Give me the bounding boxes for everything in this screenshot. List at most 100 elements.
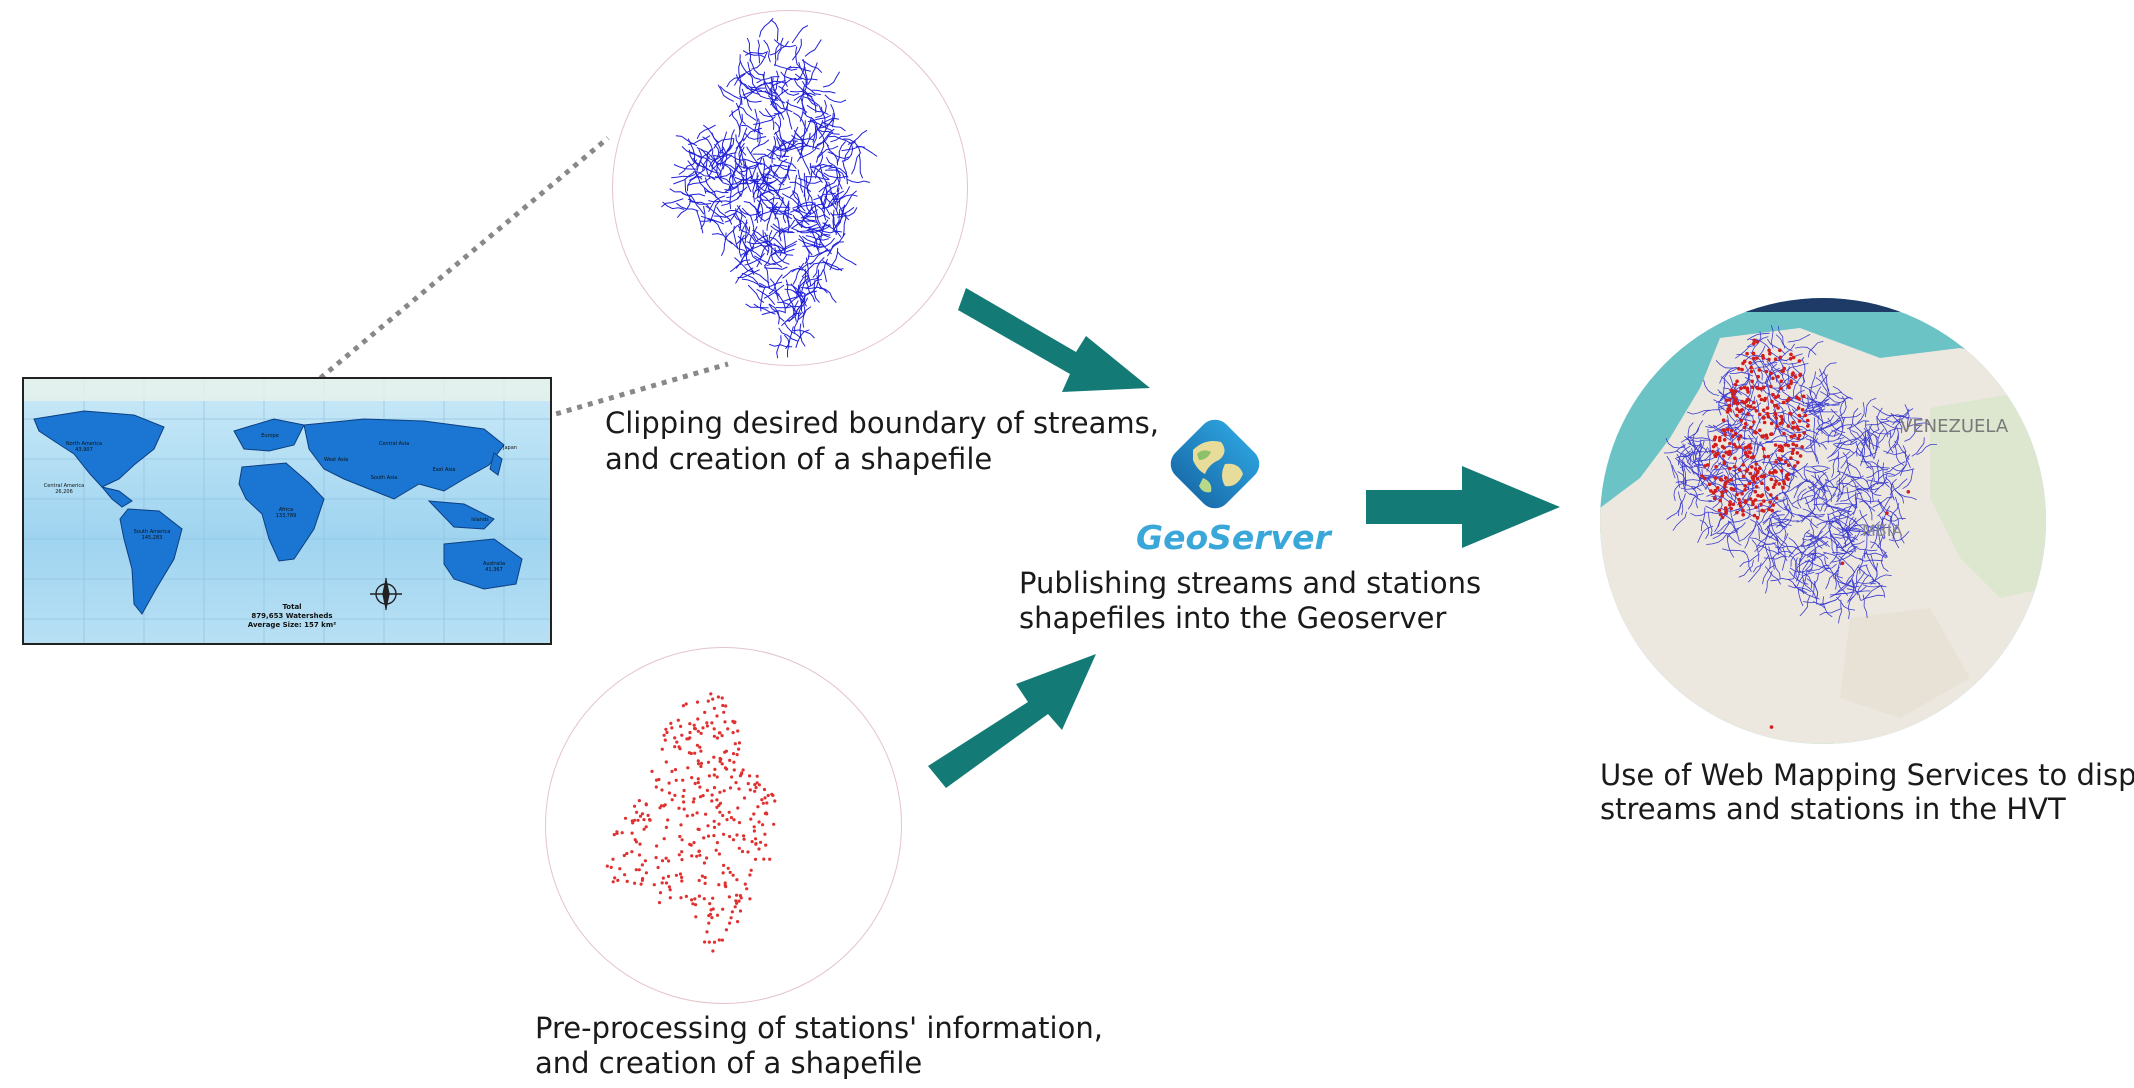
stream-segment bbox=[1832, 580, 1852, 597]
stream-segment bbox=[1911, 437, 1925, 457]
stream-segment bbox=[1808, 374, 1828, 389]
station-point bbox=[742, 834, 746, 838]
station-point bbox=[1739, 386, 1743, 391]
station-point bbox=[706, 834, 711, 838]
au-label: Australia bbox=[483, 561, 505, 567]
stream-segment bbox=[1687, 435, 1702, 456]
station-point bbox=[1759, 387, 1763, 391]
stream-segment bbox=[1708, 423, 1732, 433]
stream-segment bbox=[1820, 391, 1841, 403]
station-point bbox=[710, 916, 714, 920]
stream-segment bbox=[842, 212, 847, 237]
station-point bbox=[1777, 444, 1782, 449]
station-point bbox=[737, 821, 742, 825]
station-point bbox=[1758, 466, 1762, 471]
stream-segment bbox=[758, 110, 781, 118]
stream-segment bbox=[759, 174, 769, 197]
stream-segment bbox=[1797, 552, 1818, 566]
stream-segment bbox=[1884, 476, 1893, 499]
station-point bbox=[1738, 504, 1743, 508]
station-point bbox=[680, 858, 684, 862]
stream-segment bbox=[1860, 594, 1884, 602]
stream-segment bbox=[778, 219, 796, 237]
station-point bbox=[1723, 481, 1728, 486]
stream-segment bbox=[1707, 428, 1711, 453]
station-point bbox=[707, 940, 711, 944]
stream-segment bbox=[1853, 524, 1876, 532]
stream-segment bbox=[1703, 379, 1719, 396]
station-point bbox=[713, 767, 717, 771]
stream-segment bbox=[1833, 520, 1853, 536]
stream-segment bbox=[721, 131, 728, 156]
station-point bbox=[757, 783, 761, 787]
station-point bbox=[1762, 416, 1766, 420]
stream-segment bbox=[816, 128, 835, 146]
station-point bbox=[1761, 385, 1766, 390]
station-point bbox=[697, 878, 701, 883]
station-point bbox=[1753, 489, 1758, 494]
stream-segment bbox=[1866, 469, 1889, 479]
station-point bbox=[734, 781, 738, 785]
stream-segment bbox=[771, 142, 783, 164]
stream-segment bbox=[815, 99, 827, 119]
station-point bbox=[665, 730, 669, 735]
station-point bbox=[742, 837, 746, 841]
stream-segment bbox=[814, 237, 835, 249]
stream-segment bbox=[1787, 404, 1799, 427]
stream-segment bbox=[801, 262, 820, 278]
stream-segment bbox=[770, 76, 774, 101]
stream-segment bbox=[750, 82, 774, 89]
stream-segment bbox=[778, 327, 798, 342]
stream-segment bbox=[1741, 446, 1748, 470]
stream-segment bbox=[1710, 521, 1730, 537]
station-point bbox=[690, 854, 694, 858]
stream-segment bbox=[803, 172, 806, 197]
station-point bbox=[748, 774, 752, 778]
stream-segment bbox=[790, 283, 803, 305]
station-point bbox=[673, 745, 677, 749]
station-point bbox=[1798, 372, 1803, 377]
stream-segment bbox=[1815, 377, 1829, 398]
stream-segment bbox=[708, 195, 726, 213]
station-point bbox=[717, 852, 721, 856]
station-point bbox=[682, 788, 686, 793]
station-point bbox=[1766, 414, 1771, 419]
stream-segment bbox=[776, 173, 787, 197]
station-point bbox=[722, 789, 726, 793]
station-point bbox=[762, 787, 767, 792]
stream-segment bbox=[1727, 443, 1746, 460]
station-point bbox=[692, 723, 696, 727]
stream-segment bbox=[1702, 407, 1725, 416]
station-point bbox=[1718, 512, 1723, 517]
stream-segment bbox=[1819, 519, 1834, 539]
stream-segment bbox=[772, 190, 789, 209]
station-point bbox=[679, 896, 683, 900]
stream-segment bbox=[696, 147, 716, 162]
stream-segment bbox=[768, 230, 773, 254]
station-point bbox=[1737, 468, 1742, 472]
station-point bbox=[650, 769, 654, 773]
stream-segment bbox=[1720, 506, 1744, 512]
station-point bbox=[1795, 425, 1799, 429]
stream-segment bbox=[1863, 427, 1875, 450]
stream-segment bbox=[792, 201, 816, 209]
station-point bbox=[708, 902, 712, 906]
stream-segment bbox=[734, 257, 754, 273]
stream-segment bbox=[1705, 505, 1728, 516]
stream-segment bbox=[807, 114, 832, 123]
stream-segment bbox=[770, 164, 787, 179]
station-point bbox=[705, 930, 709, 934]
stream-segment bbox=[1836, 580, 1860, 588]
stream-segment bbox=[785, 101, 808, 113]
station-point bbox=[695, 854, 699, 858]
stream-segment bbox=[1846, 487, 1856, 509]
stream-segment bbox=[1719, 367, 1737, 384]
stream-segment bbox=[1847, 596, 1854, 620]
stream-segment bbox=[1814, 580, 1819, 605]
stream-segment bbox=[738, 145, 745, 170]
station-point bbox=[773, 799, 777, 803]
stream-segment bbox=[1798, 408, 1822, 418]
stream-segment bbox=[1877, 496, 1892, 517]
station-point bbox=[684, 702, 688, 706]
stream-segment bbox=[814, 202, 822, 226]
